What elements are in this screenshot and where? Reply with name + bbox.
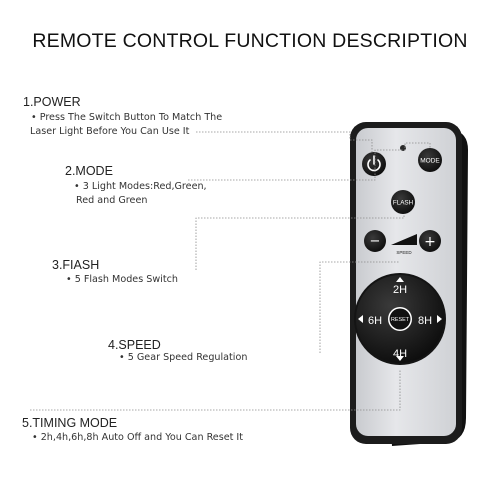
plus-icon: + (424, 234, 436, 250)
leader-flash (195, 214, 405, 270)
dial-arrow-left-icon (358, 315, 363, 323)
leader-power (196, 131, 373, 152)
section-desc-line: Red and Green (76, 195, 148, 206)
section-heading: 5.TIMING MODE (22, 416, 118, 430)
section-desc-line: • 5 Flash Modes Switch (66, 274, 178, 285)
timer-6h-label: 6H (368, 315, 382, 327)
leader-mode (188, 142, 431, 181)
timer-6h-button[interactable]: 6H (368, 315, 382, 327)
timer-4h-button[interactable]: 4H (393, 348, 407, 360)
speed-label: SPEED (396, 250, 412, 255)
leader-speed (319, 261, 400, 353)
page-title: REMOTE CONTROL FUNCTION DESCRIPTION (32, 30, 468, 52)
leader-timing (30, 369, 401, 411)
timer-8h-label: 8H (418, 315, 432, 327)
speed-plus-button[interactable]: + (419, 230, 441, 252)
power-button[interactable] (362, 152, 386, 176)
mode-button-label: MODE (420, 158, 440, 165)
dial-arrow-down-icon (396, 356, 404, 361)
speed-ramp-icon (391, 234, 417, 245)
reset-button-label: RESET (391, 317, 410, 323)
section-heading: 1.POWER (23, 95, 81, 109)
section-desc-line: Laser Light Before You Can Use It (30, 126, 190, 137)
reset-button[interactable]: RESET (388, 307, 412, 331)
minus-icon: − (370, 234, 381, 249)
timer-2h-button[interactable]: 2H (393, 284, 407, 296)
section-heading: 3.FIASH (52, 258, 100, 272)
flash-button-label: FLASH (393, 200, 414, 207)
timer-4h-label: 4H (393, 348, 407, 360)
section-desc-line: • 5 Gear Speed Regulation (119, 352, 248, 363)
timer-8h-button[interactable]: 8H (418, 315, 432, 327)
speed-minus-button[interactable]: − (364, 230, 386, 252)
dial-arrow-right-icon (437, 315, 442, 323)
section-desc-line: • 3 Light Modes:Red,Green, (74, 181, 207, 192)
section-desc-line: • Press The Switch Button To Match The (31, 112, 223, 123)
mode-button[interactable]: MODE (418, 148, 442, 172)
leader-lines (30, 131, 431, 411)
flash-button[interactable]: FLASH (391, 190, 415, 214)
section-heading: 2.MODE (65, 164, 113, 178)
section-desc-line: • 2h,4h,6h,8h Auto Off and You Can Reset… (32, 432, 244, 443)
power-icon (367, 159, 381, 172)
dial-arrow-up-icon (396, 277, 404, 282)
section-heading: 4.SPEED (108, 338, 161, 352)
timer-2h-label: 2H (393, 284, 407, 296)
indicator-led (400, 145, 406, 151)
